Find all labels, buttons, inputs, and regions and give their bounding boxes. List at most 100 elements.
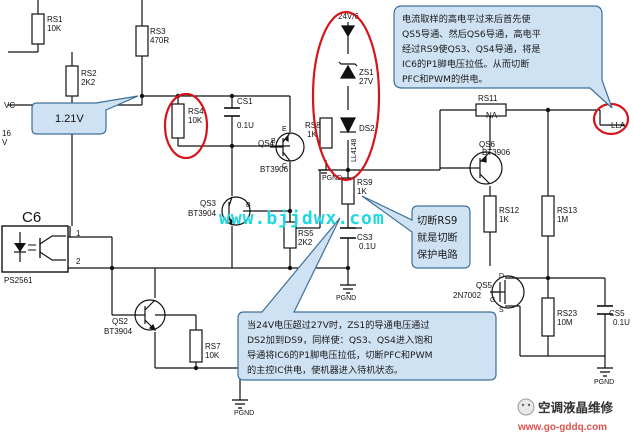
rs12-body <box>483 195 497 233</box>
qs3-pin-b: B <box>246 202 251 209</box>
junction-dots <box>69 93 551 371</box>
qs4-pin-c: C <box>282 163 287 170</box>
cs1-ref: CS1 <box>237 97 253 106</box>
qs5-value: 2N7002 <box>453 291 482 300</box>
zs1-value: 27V <box>359 77 374 86</box>
rs7-body <box>189 329 203 363</box>
top-note-line-5: PFC和PWM的供电。 <box>402 73 488 85</box>
rs13-body <box>541 195 555 237</box>
transistors <box>134 132 525 332</box>
rs2-ref: RS2 <box>81 69 97 78</box>
ground-ds2 <box>318 169 330 174</box>
top-note-line-4: IC6的P1脚电压拉低。从而切断 <box>402 58 529 70</box>
pin1-label: 1 <box>76 229 81 238</box>
supply-24v-label: 24V/6 <box>338 12 359 21</box>
rs1-body <box>31 13 45 45</box>
rs1-value: 10K <box>47 24 62 33</box>
pgnd-cs3: PGND <box>336 295 356 302</box>
wires <box>8 0 625 400</box>
qs4-pin-b: B <box>271 138 276 145</box>
capacitors <box>224 107 613 315</box>
qs5-ref: QS5 <box>476 281 493 290</box>
pgnd-bottom: PGND <box>234 410 254 417</box>
left-edge-v: V <box>2 138 8 147</box>
rs9-ref: RS9 <box>357 178 373 187</box>
qs2-value: BT3904 <box>104 327 133 336</box>
rs7-value: 10K <box>205 351 220 360</box>
top-note-line-3: 经过RS9使QS3、QS4导通，将是 <box>402 43 541 55</box>
rs9-note-line-3: 保护电路 <box>417 248 458 261</box>
component-labels: RS1 10K RS3 470R RS2 2K2 RS4 10K CS1 0.1… <box>2 12 630 417</box>
rs4-ref: RS4 <box>188 107 204 116</box>
wechat-icon <box>517 398 535 416</box>
vc-label: VC <box>4 101 15 110</box>
qs4-value: BT3906 <box>260 165 289 174</box>
qs3-value: BT3904 <box>188 209 217 218</box>
rs9-value: 1K <box>357 187 367 196</box>
cs5-ref: CS5 <box>609 309 625 318</box>
resistor-bodies <box>31 13 555 363</box>
zs1-ref: ZS1 <box>359 68 374 77</box>
watermark-url: www.bjjdwx.com <box>219 208 385 229</box>
qs2-symbol <box>134 299 166 332</box>
cs5-value: 0.1U <box>613 318 630 327</box>
qs6-symbol <box>469 151 503 185</box>
rs13-ref: RS13 <box>557 206 578 215</box>
diodes <box>338 25 358 134</box>
callout-voltage: 1.21V <box>31 95 139 135</box>
rs12-value: 1K <box>499 215 509 224</box>
qs5-symbol <box>490 275 525 309</box>
rs3-value: 470R <box>150 36 169 45</box>
top-note-line-2: QS5导通、然后QS6导通，高电平 <box>402 28 541 40</box>
bottom-note-line-3: 导通将IC6的P1脚电压拉低，切断PFC和PWM <box>247 349 433 361</box>
bottom-note-line-2: DS2加到DS9，同样使：QS3、QS4进入饱和 <box>247 334 433 346</box>
optocoupler-ref: PS2561 <box>4 276 33 285</box>
bottom-note-line-1: 当24V电压超过27V时，ZS1的导通电压通过 <box>247 319 430 331</box>
highlight-zener-chain <box>311 10 381 182</box>
rs2-value: 2K2 <box>81 78 96 87</box>
rs23-value: 10M <box>557 318 573 327</box>
rs7-ref: RS7 <box>205 342 221 351</box>
rs3-ref: RS3 <box>150 27 166 36</box>
qs5-pin-g: G <box>490 297 495 304</box>
rs3-body <box>135 25 149 57</box>
rs23-ref: RS23 <box>557 309 578 318</box>
rs9-note-line-2: 就是切断 <box>417 231 458 244</box>
qs6-value: BT3906 <box>482 148 511 157</box>
rs13-value: 1M <box>557 215 568 224</box>
voltage-reading: 1.21V <box>55 113 84 125</box>
left-edge-16: 16 <box>2 129 11 138</box>
cs3-symbol <box>340 227 356 239</box>
callout-top-right: 电流取样的高电平过来后首先使 QS5导通、然后QS6导通，高电平 经过RS9使Q… <box>393 5 613 109</box>
qs5-pin-d: D <box>499 273 504 280</box>
rs11-ref: RS11 <box>478 94 498 103</box>
rs5-value: 2K2 <box>298 238 313 247</box>
rs4-value: 10K <box>188 116 203 125</box>
rs12-ref: RS12 <box>499 206 520 215</box>
pin2-label: 2 <box>76 257 81 266</box>
qs2-ref: QS2 <box>112 317 129 326</box>
rs4-body <box>171 103 185 139</box>
ground-cs3 <box>340 284 356 294</box>
rs5-body <box>283 221 297 249</box>
qs4-pin-e: E <box>282 126 287 133</box>
rs2-body <box>65 65 79 97</box>
rs9-body <box>341 177 355 205</box>
qs5-pin-s: S <box>499 307 504 314</box>
lla-label: LLA <box>611 121 626 130</box>
top-note-line-1: 电流取样的高电平过来后首先使 <box>402 13 531 25</box>
qs4-ref: QS4 <box>258 139 275 148</box>
ground-bottom <box>232 399 248 409</box>
cs3-value: 0.1U <box>359 242 376 251</box>
watermark-badge: 空调液晶维修 www.go-gddq.com <box>517 398 614 433</box>
watermark-site: www.go-gddq.com <box>517 422 607 433</box>
watermark-name: 空调液晶维修 <box>538 400 614 415</box>
callout-bottom: 当24V电压超过27V时，ZS1的导通电压通过 DS2加到DS9，同样使：QS3… <box>237 217 497 381</box>
bottom-note-line-4: 的主控IC供电，使机器进入待机状态。 <box>247 364 403 376</box>
cs5-symbol <box>597 305 613 315</box>
c6-ref: C6 <box>22 209 41 226</box>
highlight-rs4 <box>163 92 209 160</box>
ground-symbols <box>232 169 613 409</box>
cs1-symbol <box>224 107 240 117</box>
